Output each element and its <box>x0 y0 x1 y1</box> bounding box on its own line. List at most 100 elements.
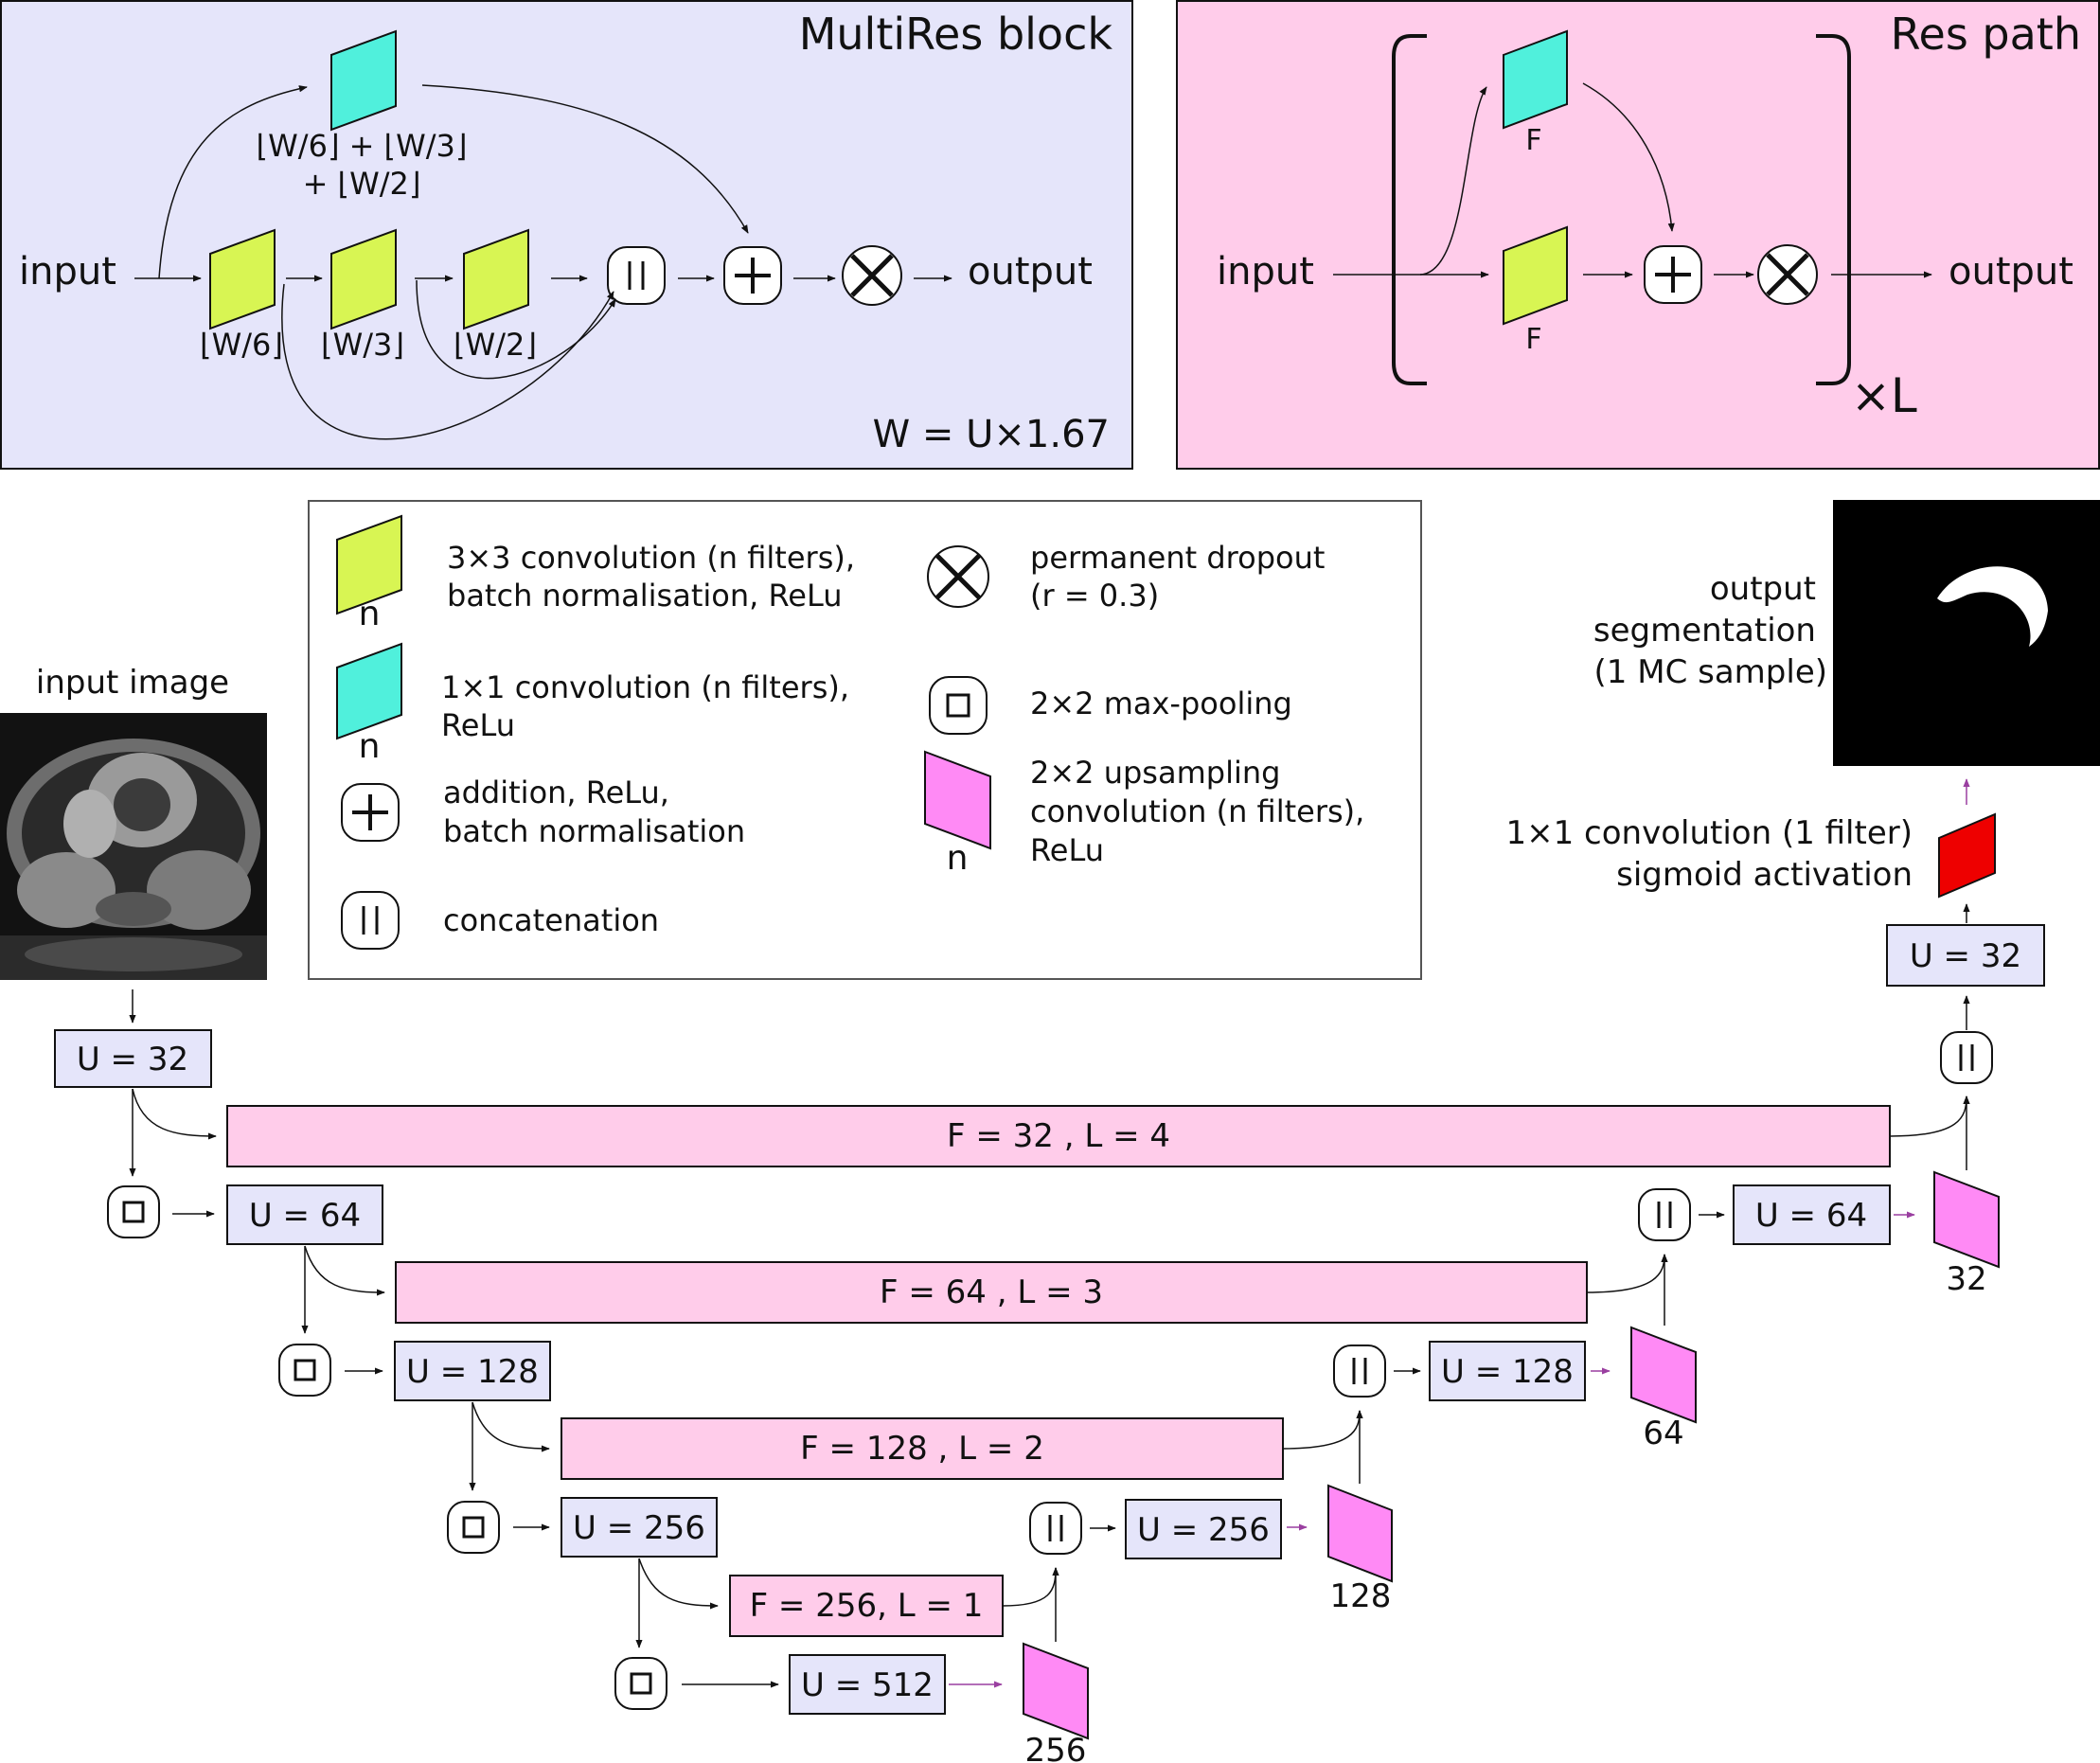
input-image-label: input image <box>36 664 229 702</box>
upsample-label-32: 32 <box>1946 1260 1986 1298</box>
encoder-block-4-label: U = 256 <box>573 1509 705 1547</box>
respath-bar-2-label: F = 64 , L = 3 <box>880 1273 1103 1311</box>
legend: n 3×3 convolution (n filters), batch nor… <box>308 500 1422 980</box>
encoder-block-1 <box>54 1029 212 1088</box>
legend-addition-icon <box>341 783 400 842</box>
addition-icon <box>723 246 782 305</box>
decoder-block-32-label: U = 32 <box>1910 937 2021 975</box>
legend-conv1-line2: ReLu <box>441 707 515 743</box>
segmentation-output-image <box>1833 500 2100 766</box>
multires-output-label: output <box>968 250 1093 294</box>
upsample-conv-icon <box>1023 1642 1089 1740</box>
network-arrows <box>129 903 1970 1688</box>
maxpool-icon <box>614 1657 667 1710</box>
encoder-block-1-label: U = 32 <box>77 1041 188 1078</box>
respath-arrows <box>1333 82 1932 278</box>
legend-concat-label: concatenation <box>443 902 659 938</box>
legend-dropout-line1: permanent dropout <box>1030 540 1325 576</box>
multires-title: MultiRes block <box>799 9 1113 60</box>
multires-arrows <box>134 84 952 440</box>
encoder-block-2-label: U = 64 <box>249 1197 361 1235</box>
encoder-block-3 <box>394 1341 551 1401</box>
legend-addition-line2: batch normalisation <box>443 813 745 849</box>
decoder-block-64-label: U = 64 <box>1755 1197 1867 1235</box>
respath-f-bottom-label: F <box>1525 323 1541 356</box>
conv-w6-label: ⌊W/6⌋ <box>200 327 283 363</box>
final-conv-line2: sigmoid activation <box>1616 856 1913 894</box>
upsample-label-64: 64 <box>1643 1415 1683 1452</box>
legend-upsample-icon <box>924 750 991 850</box>
input-image-group: input image <box>0 664 267 980</box>
decoder-block-256-label: U = 256 <box>1137 1511 1270 1549</box>
legend-addition-line1: addition, ReLu, <box>443 775 669 810</box>
right-bracket <box>1816 34 1851 385</box>
decoder-block-128-label: U = 128 <box>1441 1353 1574 1391</box>
conv-w3-label: ⌊W/3⌋ <box>321 327 404 363</box>
encoder-block-4 <box>561 1497 718 1558</box>
decoder-block-128 <box>1429 1341 1586 1401</box>
conv-w6-icon <box>209 228 276 330</box>
legend-dropout-line2: (r = 0.3) <box>1030 578 1159 614</box>
decoder-block-32 <box>1886 924 2045 987</box>
maxpool-icon <box>278 1344 331 1397</box>
upsample-arrows <box>949 1211 1915 1688</box>
legend-concat-icon <box>341 891 400 950</box>
respath-bar-1 <box>226 1105 1891 1167</box>
conv-w3-icon <box>330 228 397 330</box>
respath-output-label: output <box>1949 250 2073 294</box>
multires-formula: W = U×1.67 <box>873 413 1110 456</box>
legend-conv3-n: n <box>359 595 381 633</box>
respath-repeat-label: ×L <box>1851 368 1917 423</box>
respath-shortcut-conv-icon <box>1503 29 1568 130</box>
bottleneck-block <box>789 1654 946 1715</box>
respath-bar-4-label: F = 256, L = 1 <box>750 1587 984 1625</box>
maxpool-icon <box>447 1501 500 1554</box>
output-label-line2: segmentation <box>1593 612 1816 650</box>
respath-panel: Res path input output ×L F F <box>1176 0 2100 470</box>
respath-bar-3 <box>561 1417 1284 1480</box>
output-group: output segmentation (1 MC sample) 1×1 co… <box>1505 500 2100 899</box>
final-conv-line1: 1×1 convolution (1 filter) <box>1505 814 1913 852</box>
concat-icon <box>1940 1031 1993 1084</box>
legend-conv3-icon <box>336 514 402 615</box>
concat-icon <box>1029 1502 1082 1555</box>
legend-conv3-line1: 3×3 convolution (n filters), <box>447 540 855 576</box>
shortcut-conv-icon <box>330 29 397 132</box>
maxpool-icon <box>107 1185 160 1238</box>
respath-input-label: input <box>1217 250 1314 294</box>
respath-conv-icon <box>1503 225 1568 326</box>
concat-icon <box>607 246 666 305</box>
concat-icon <box>1638 1188 1691 1241</box>
mri-input-image <box>0 713 267 980</box>
respath-bar-4 <box>729 1575 1004 1637</box>
upsample-conv-icon <box>1630 1326 1697 1424</box>
legend-upsample-line3: ReLu <box>1030 832 1104 868</box>
legend-conv3-line2: batch normalisation, ReLu <box>447 578 842 614</box>
shortcut-filters-line2: + ⌊W/2⌋ <box>303 166 421 202</box>
respath-dropout-icon <box>1757 244 1818 305</box>
respath-addition-icon <box>1644 245 1702 304</box>
network: F = 32 , L = 4 F = 64 , L = 3 F = 128 , … <box>54 903 2045 1763</box>
output-label-line1: output <box>1710 570 1816 608</box>
respath-f-top-label: F <box>1525 124 1541 157</box>
encoder-block-3-label: U = 128 <box>406 1353 539 1391</box>
upsample-label-128: 128 <box>1330 1577 1392 1615</box>
output-label-line3: (1 MC sample) <box>1594 653 1827 691</box>
upsample-label-256: 256 <box>1025 1732 1087 1763</box>
respath-bar-1-label: F = 32 , L = 4 <box>947 1117 1170 1155</box>
respath-title: Res path <box>1891 9 2081 60</box>
left-bracket <box>1392 34 1427 385</box>
respath-bar-2 <box>395 1261 1588 1324</box>
conv-w2-label: ⌊W/2⌋ <box>454 327 537 363</box>
multires-panel: MultiRes block input output W = U×1.67 ⌊… <box>0 0 1133 470</box>
decoder-block-256 <box>1125 1499 1282 1559</box>
legend-dropout-icon <box>927 545 989 608</box>
legend-conv1-line1: 1×1 convolution (n filters), <box>441 669 849 705</box>
legend-maxpool-label: 2×2 max-pooling <box>1030 686 1292 721</box>
upsample-conv-icon <box>1933 1170 2000 1269</box>
final-conv-icon <box>1938 812 1996 899</box>
legend-maxpool-icon <box>929 676 988 735</box>
multires-input-label: input <box>19 250 116 294</box>
legend-conv1-icon <box>336 642 402 740</box>
conv-w2-icon <box>463 228 529 330</box>
